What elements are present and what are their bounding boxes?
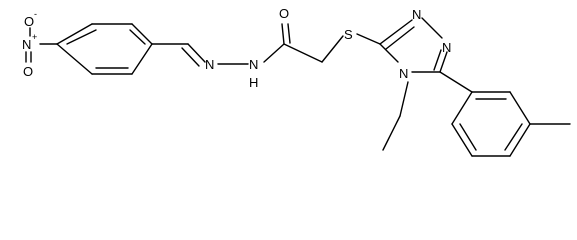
hydrazone-n2-label: N <box>249 57 258 72</box>
nitro-o-minus-label: O <box>24 14 34 29</box>
nh-h-label: H <box>249 75 258 90</box>
bond-triazole-n-n <box>421 17 443 39</box>
bond-carbonyl-ch2 <box>283 43 323 63</box>
bond-ethyl-2 <box>382 115 401 151</box>
chemical-structure-diagram: O - N + O N N H O S N N N <box>22 6 571 157</box>
bond-lines <box>25 17 571 157</box>
bond-tolyl-3 <box>509 123 531 157</box>
bond-n4-ethyl-1 <box>399 81 409 117</box>
atom-labels: O - N + O N N H O S N N N <box>22 6 451 90</box>
bond-benzene-inner-1 <box>66 29 97 45</box>
bond-ch-n-double-2 <box>181 47 200 67</box>
nitro-n-charge: + <box>32 32 37 42</box>
bond-triazole-c3-n2-b <box>385 26 415 50</box>
thioether-s-label: S <box>344 27 353 42</box>
carbonyl-o-label: O <box>279 6 289 21</box>
bond-triazole-c3-n2-a <box>379 19 413 45</box>
bond-ch-n-double-1 <box>187 43 206 63</box>
bond-ch2-s <box>321 35 344 63</box>
hydrazone-n1-label: N <box>205 57 214 72</box>
triazole-n2-label: N <box>442 40 451 55</box>
bond-benzene-1 <box>56 23 93 45</box>
bond-triazole-n1-c5-b <box>433 49 442 71</box>
bond-benzene-3 <box>131 23 153 45</box>
bond-triazole-c3-n <box>379 43 399 63</box>
bond-tolyl-inner-3 <box>459 123 477 151</box>
bond-benzene-6 <box>56 43 93 75</box>
bond-tolyl-6 <box>451 91 473 125</box>
bond-tolyl-5 <box>451 123 473 157</box>
bond-carbonyl-o-1 <box>281 23 285 45</box>
bond-triazole-tolyl <box>439 71 473 93</box>
bond-carbonyl-o-2 <box>287 23 291 44</box>
triazole-n4-label: N <box>399 66 408 81</box>
bond-tolyl-inner-2 <box>504 123 523 151</box>
nitro-o-minus-charge: - <box>34 9 37 19</box>
bond-tolyl-2 <box>509 91 531 125</box>
nitro-o-double-label: O <box>23 64 33 79</box>
bond-nh-carbonyl <box>263 43 285 63</box>
nitro-n-label: N <box>22 37 31 52</box>
bond-benzene-inner-2 <box>129 29 146 45</box>
bond-benzene-4 <box>131 43 153 75</box>
bond-s-triazole <box>356 33 381 45</box>
bond-triazole-n1-c5-a <box>439 51 448 73</box>
triazole-n1-label: N <box>412 7 421 22</box>
